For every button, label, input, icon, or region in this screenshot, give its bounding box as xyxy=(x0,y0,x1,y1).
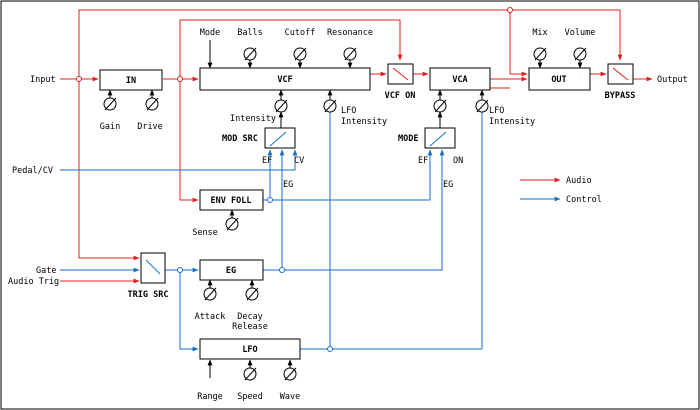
mode-on-label: ON xyxy=(453,156,463,166)
block-out-label: OUT xyxy=(551,75,566,85)
block-eg: EG xyxy=(199,259,264,281)
knob-decay-release[interactable] xyxy=(245,287,259,301)
block-env-foll: ENV FOLL xyxy=(199,189,264,211)
knob-vcf-lfo-intensity[interactable] xyxy=(323,99,337,113)
mod-cv-label: CV xyxy=(294,156,304,166)
wave-label: Wave xyxy=(280,392,300,402)
gate-label: Gate xyxy=(36,266,56,276)
switch-trig-src[interactable]: TRIG SRC xyxy=(128,252,169,300)
input-label: Input xyxy=(30,75,56,85)
block-lfo-label: LFO xyxy=(242,345,257,355)
switch-trig-src-label: TRIG SRC xyxy=(128,290,169,300)
switch-mod-src-label: MOD SRC xyxy=(222,134,258,144)
mod-ef-label: EF xyxy=(262,156,272,166)
decay-label: Decay xyxy=(237,312,263,322)
block-in-label: IN xyxy=(126,76,136,86)
vcf-lfo-intensity-label-a: LFO xyxy=(341,106,356,116)
block-in: IN xyxy=(99,69,163,91)
switch-mod-src[interactable]: MOD SRC xyxy=(222,127,296,149)
knob-gain[interactable] xyxy=(103,97,117,111)
junctions xyxy=(76,7,513,352)
switch-mode-label: MODE xyxy=(398,134,418,144)
block-vca: VCA xyxy=(429,67,491,91)
audio-paths xyxy=(60,9,653,284)
sense-label: Sense xyxy=(192,228,218,238)
intensity-label: Intensity xyxy=(230,114,276,124)
knob-attack[interactable] xyxy=(203,287,217,301)
labels: Input Output Pedal/CV Gate Audio Trig Ga… xyxy=(8,28,688,402)
control-paths xyxy=(60,104,485,352)
mix-label: Mix xyxy=(532,28,547,38)
knob-vca-intensity[interactable] xyxy=(433,99,447,113)
block-vca-label: VCA xyxy=(452,75,467,85)
switch-vcf-on-label: VCF ON xyxy=(385,91,416,101)
switch-bypass-label: BYPASS xyxy=(605,91,636,101)
block-vcf: VCF xyxy=(199,67,371,91)
knob-intensity[interactable] xyxy=(274,99,288,113)
drive-label: Drive xyxy=(137,122,163,132)
legend-audio-label: Audio xyxy=(566,176,592,186)
mode-label: Mode xyxy=(200,28,220,38)
knob-resonance[interactable] xyxy=(343,47,357,61)
knob-balls[interactable] xyxy=(243,47,257,61)
gain-label: Gain xyxy=(100,122,120,132)
switch-bypass[interactable]: BYPASS xyxy=(605,63,636,101)
knob-wave[interactable] xyxy=(283,367,297,381)
knob-mix[interactable] xyxy=(533,47,547,61)
legend: Audio Control xyxy=(520,176,602,205)
block-lfo: LFO xyxy=(199,338,301,360)
resonance-label: Resonance xyxy=(327,28,373,38)
block-eg-label: EG xyxy=(226,266,236,276)
vcf-lfo-intensity-label-b: Intensity xyxy=(341,117,387,127)
mode-eg-label: EG xyxy=(443,180,453,190)
block-out: OUT xyxy=(528,67,591,91)
knob-drive[interactable] xyxy=(145,97,159,111)
switch-mode[interactable]: MODE xyxy=(398,127,456,149)
output-label: Output xyxy=(657,75,688,85)
knob-vca-lfo-intensity[interactable] xyxy=(475,99,489,113)
balls-label: Balls xyxy=(237,28,263,38)
mod-eg-label: EG xyxy=(283,180,293,190)
vca-lfo-intensity-label-a: LFO xyxy=(489,106,504,116)
knob-volume[interactable] xyxy=(573,47,587,61)
range-label: Range xyxy=(197,392,223,402)
block-env-foll-label: ENV FOLL xyxy=(211,196,252,206)
release-label: Release xyxy=(232,322,268,332)
knob-sense[interactable] xyxy=(225,217,239,231)
block-vcf-label: VCF xyxy=(277,75,292,85)
vca-lfo-intensity-label-b: Intensity xyxy=(489,117,535,127)
pedal-cv-label: Pedal/CV xyxy=(12,166,53,176)
audio-trig-label: Audio Trig xyxy=(8,277,59,287)
legend-control-label: Control xyxy=(566,195,602,205)
speed-label: Speed xyxy=(237,392,263,402)
knob-cutoff[interactable] xyxy=(293,47,307,61)
volume-label: Volume xyxy=(565,28,596,38)
attack-label: Attack xyxy=(195,312,226,322)
mode-ef-label: EF xyxy=(418,156,428,166)
knob-speed[interactable] xyxy=(243,367,257,381)
cutoff-label: Cutoff xyxy=(285,28,316,38)
knobs xyxy=(103,47,587,381)
switch-vcf-on[interactable]: VCF ON xyxy=(385,63,416,101)
